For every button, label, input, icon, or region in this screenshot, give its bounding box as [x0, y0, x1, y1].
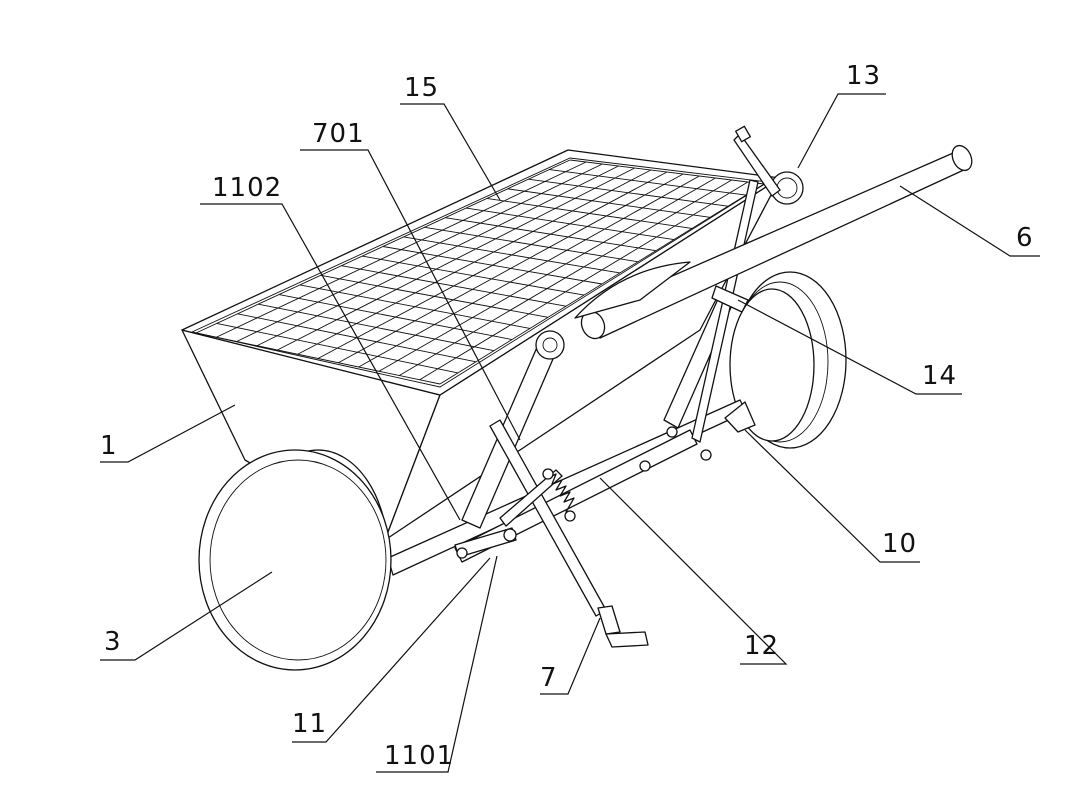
label-10: 10	[882, 529, 917, 559]
label-11: 11	[292, 709, 327, 739]
label-13: 13	[846, 61, 881, 91]
label-1101: 1101	[384, 741, 454, 771]
label-15: 15	[404, 73, 439, 103]
front-wheel	[198, 449, 392, 671]
callout-labels: 1 3 6 7 10 11 12 13 14 15 701 1101 1102	[100, 61, 1034, 771]
gear-13	[733, 125, 804, 205]
label-6: 6	[1016, 223, 1034, 253]
rear-wheel	[729, 271, 847, 449]
label-7: 7	[540, 663, 558, 693]
label-3: 3	[104, 627, 122, 657]
grid-screen	[195, 159, 765, 385]
label-14: 14	[922, 361, 957, 391]
gear-lower	[535, 330, 565, 360]
label-1102: 1102	[212, 173, 282, 203]
handle-tube	[574, 144, 973, 340]
label-1: 1	[100, 431, 118, 461]
leader-lines	[100, 93, 1040, 773]
label-12: 12	[744, 631, 779, 661]
label-701: 701	[312, 119, 365, 149]
